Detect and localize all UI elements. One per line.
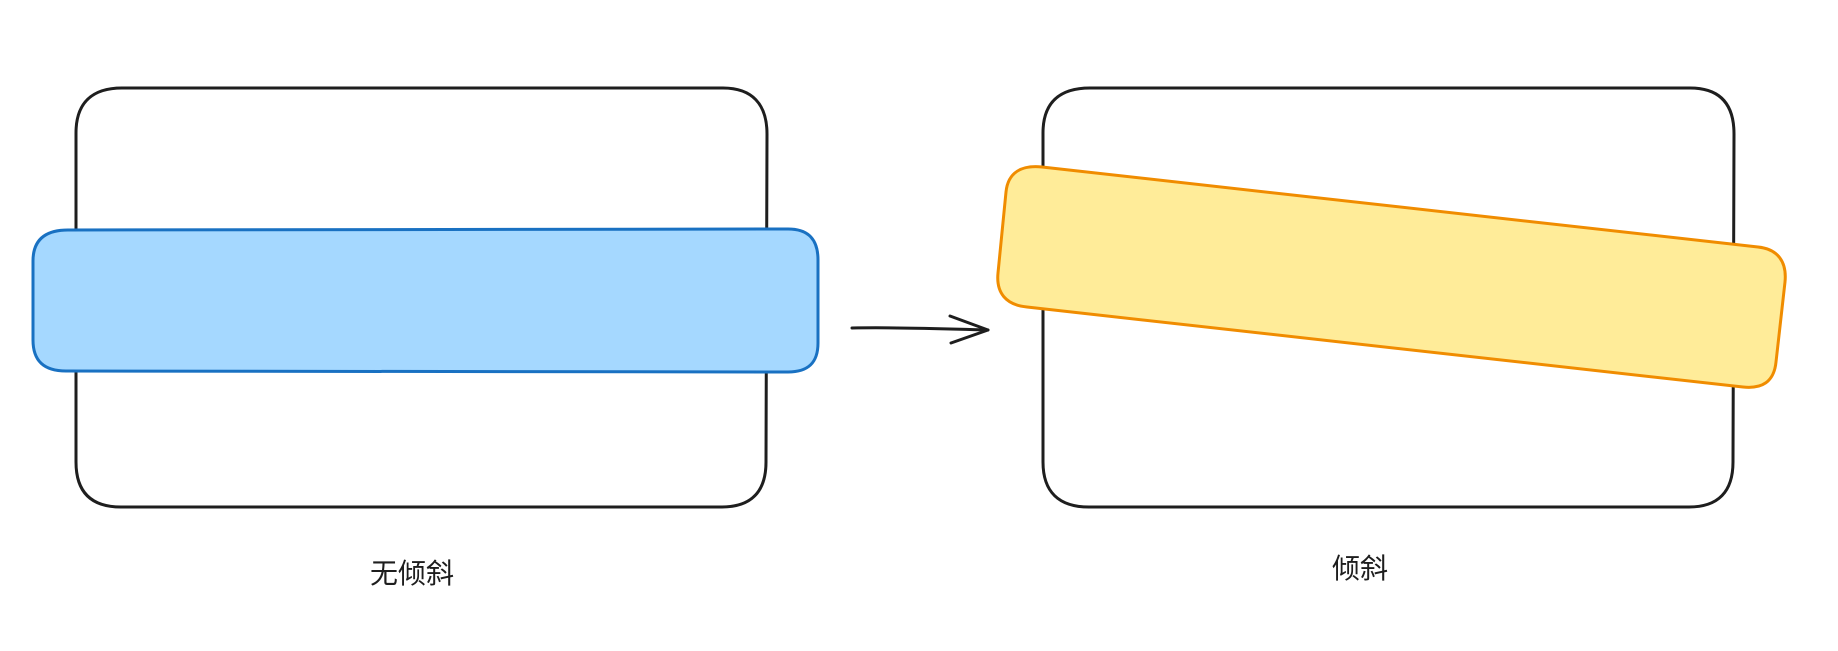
- left-frame: [74, 86, 769, 509]
- arrow-head: [948, 314, 990, 345]
- left-panel: 无倾斜: [31, 86, 820, 590]
- right-caption: 倾斜: [1332, 552, 1388, 585]
- yellow-tilted-bar: [996, 165, 1787, 389]
- transition-arrow: [850, 314, 990, 345]
- left-caption: 无倾斜: [370, 557, 454, 590]
- blue-bar: [31, 227, 820, 374]
- right-frame: [1041, 86, 1736, 509]
- arrow-shaft: [850, 326, 990, 332]
- right-panel: 倾斜: [996, 86, 1787, 585]
